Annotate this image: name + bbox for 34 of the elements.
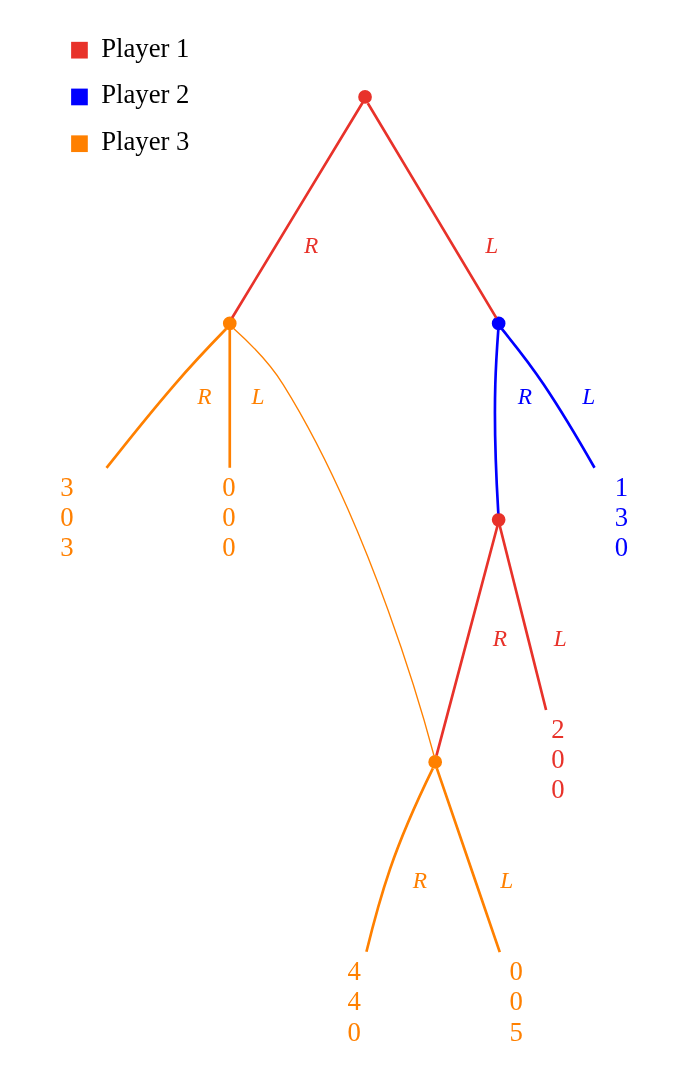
connector: [435, 767, 502, 953]
edge-label: L: [553, 625, 567, 652]
connector: [228, 329, 232, 468]
edge-label: R: [492, 625, 508, 652]
legend-label: Player 3: [101, 126, 190, 157]
node-text: 2 0 0: [551, 714, 565, 805]
edge-label: L: [582, 383, 596, 410]
node-circle: [222, 316, 237, 331]
connector: [493, 329, 500, 514]
node-circle: [358, 90, 372, 104]
connector: [365, 767, 435, 953]
node-text: 0 0 5: [509, 956, 523, 1047]
edge-label: R: [517, 383, 533, 410]
edge-label: L: [500, 867, 514, 894]
legend-label: Player 2: [101, 79, 190, 110]
node-text: 3 0 3: [60, 472, 74, 563]
edge-label: R: [197, 383, 212, 410]
node-circle: [491, 316, 506, 331]
node-text: 1 3 0: [614, 472, 629, 563]
node-text: 4 4 0: [347, 956, 361, 1047]
connector: [105, 327, 228, 469]
node-text: 0 0 0: [222, 472, 236, 563]
edge-label: R: [412, 867, 427, 894]
connector: [435, 525, 499, 756]
connector: [232, 327, 435, 757]
connector: [366, 102, 498, 319]
node-circle: [428, 755, 443, 769]
legend-label: Player 1: [101, 32, 190, 63]
edge-label: L: [251, 383, 265, 410]
edge-label: L: [485, 232, 499, 259]
node-circle: [491, 512, 506, 527]
connector: [231, 101, 364, 319]
connector: [498, 525, 548, 711]
edge-label: R: [304, 232, 319, 259]
